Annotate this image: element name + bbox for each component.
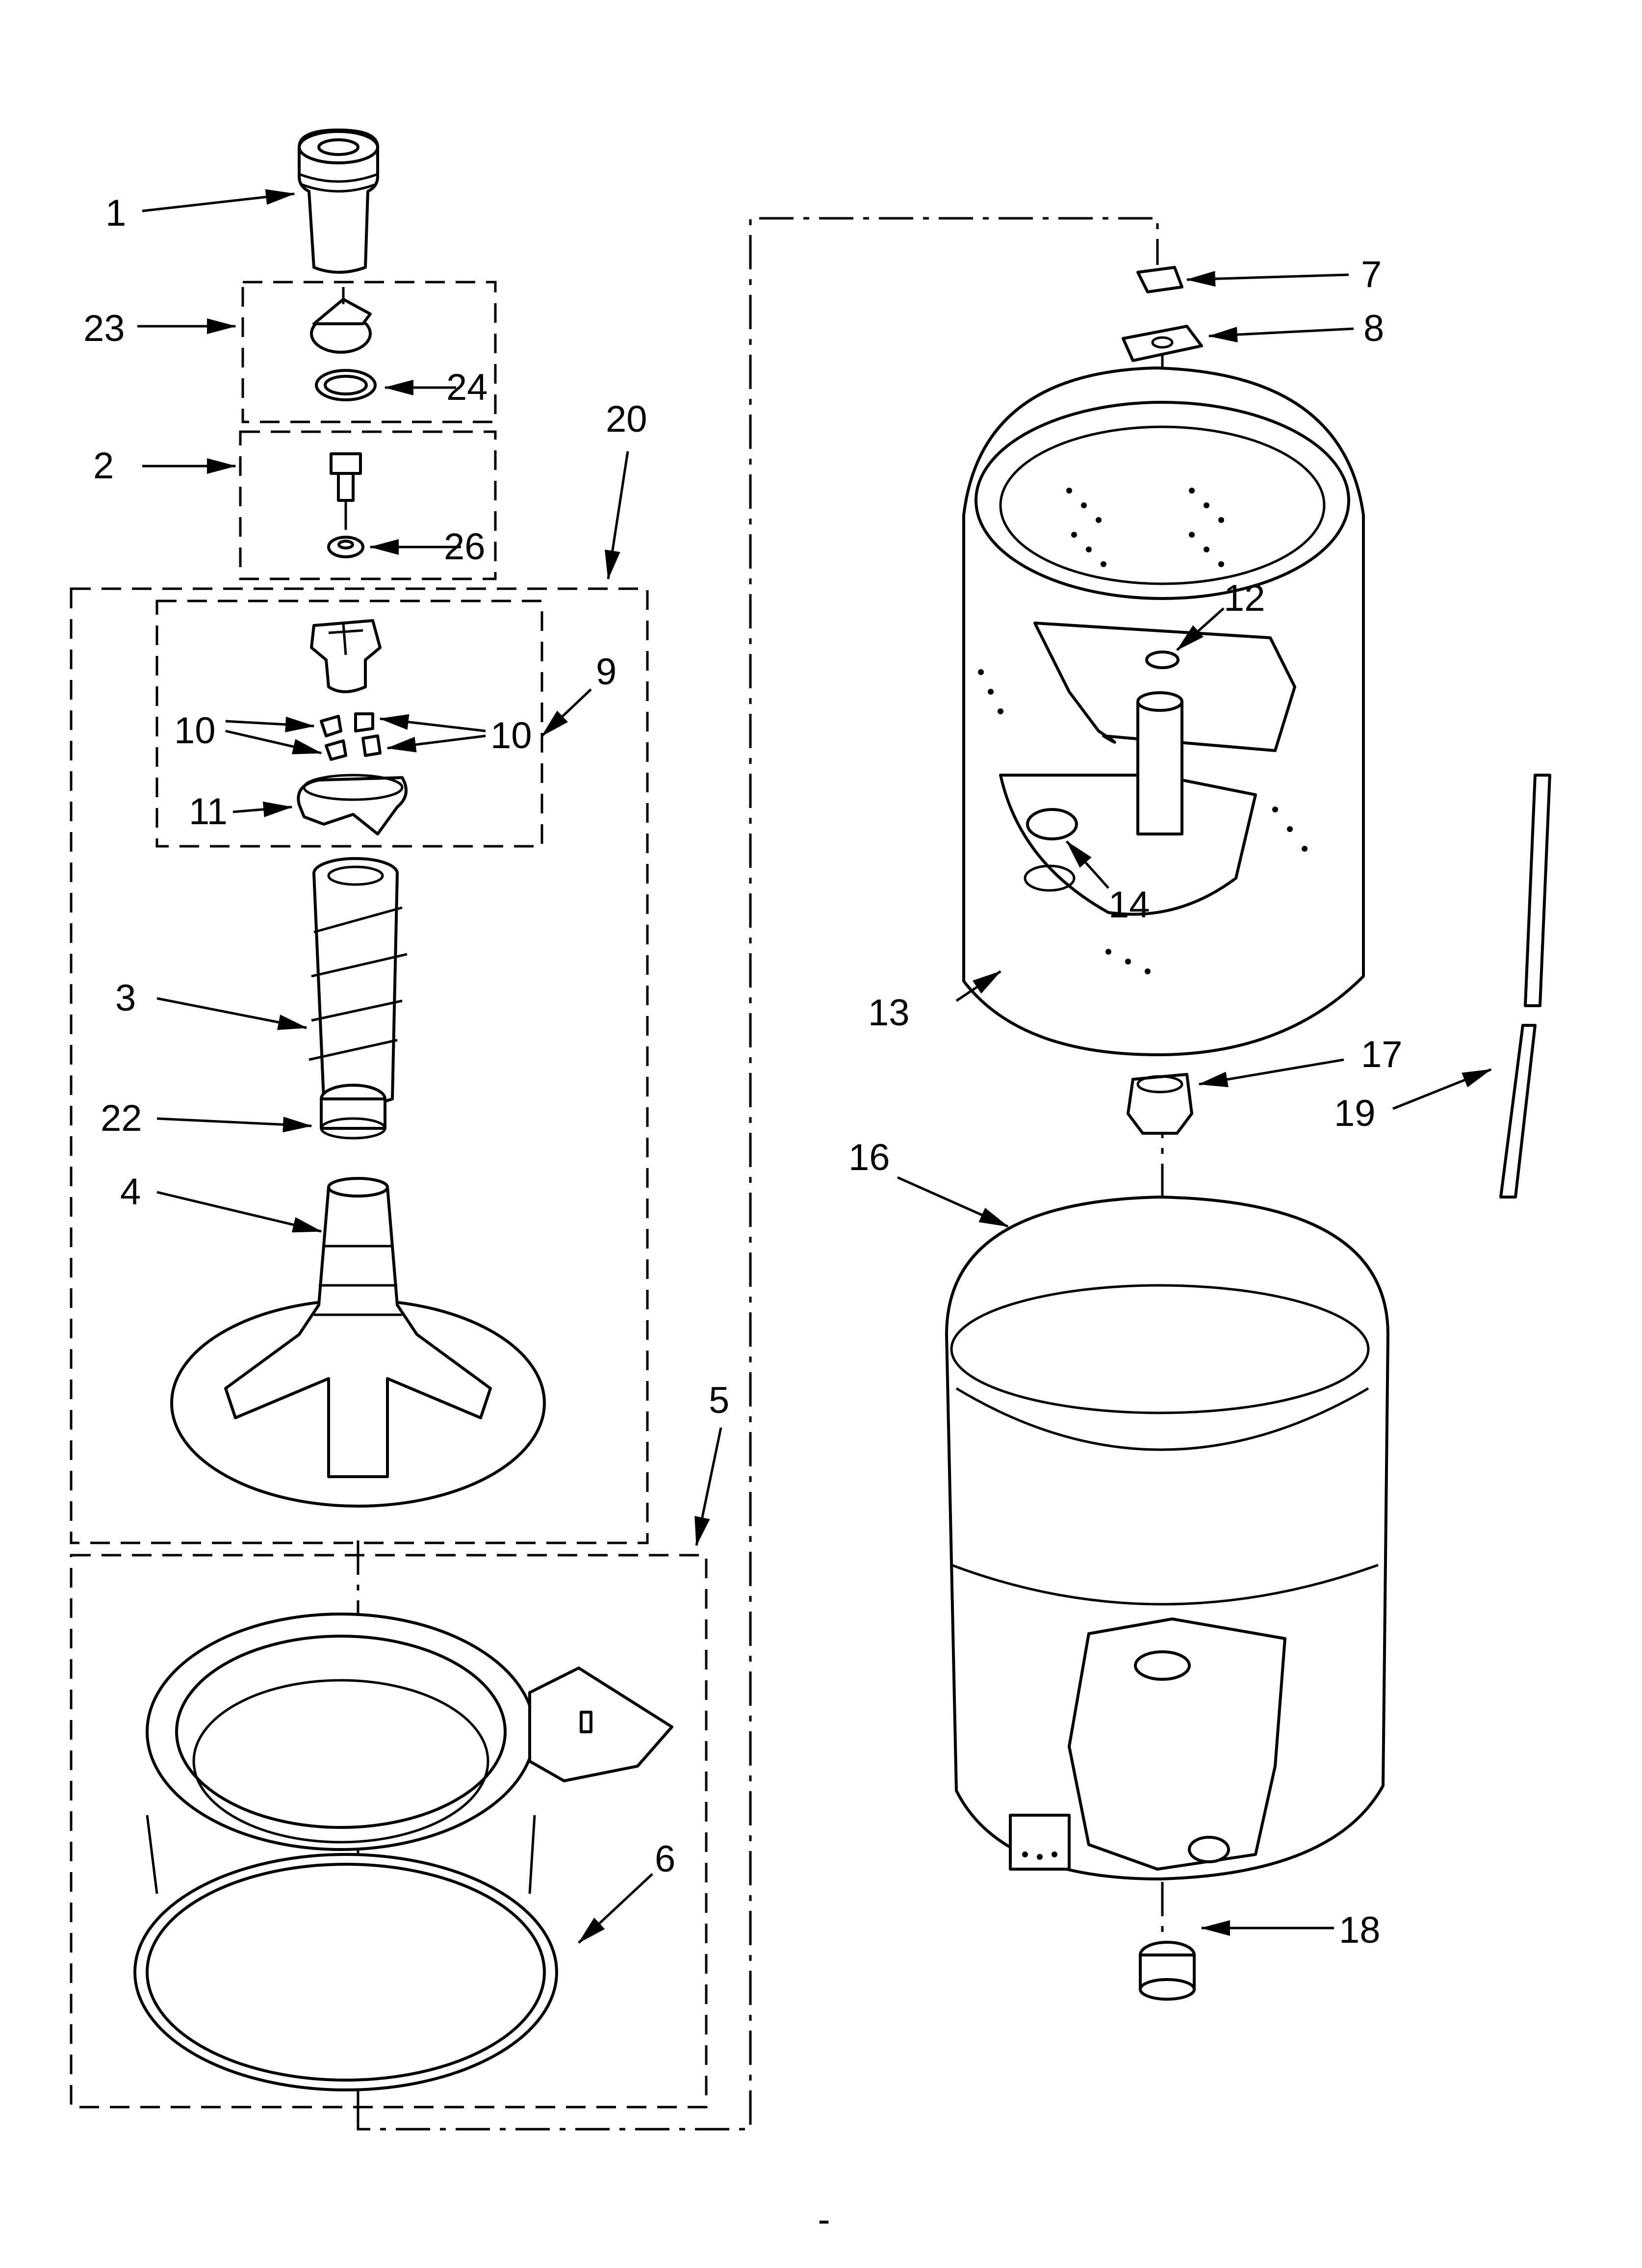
callout-10-left: 10 <box>174 710 216 752</box>
callout-20: 20 <box>606 398 647 440</box>
part-13-basket <box>962 366 1365 1056</box>
group-box-20 <box>70 587 649 1544</box>
callout-3: 3 <box>115 977 136 1019</box>
callout-1: 1 <box>105 192 126 234</box>
part-17-hub <box>1127 1073 1193 1135</box>
group-box-23 <box>241 281 497 423</box>
part-1-agitator-cap <box>298 129 379 274</box>
leader-arrows <box>137 189 1492 1944</box>
callout-6: 6 <box>655 1838 675 1880</box>
callout-7: 7 <box>1361 254 1382 295</box>
callout-24: 24 <box>446 366 488 408</box>
part-26-washer <box>327 536 364 558</box>
group-box-9 <box>155 600 543 848</box>
callout-19: 19 <box>1334 1093 1376 1134</box>
callout-18: 18 <box>1339 1909 1381 1951</box>
part-11-cam-plate <box>297 774 408 835</box>
part-8-plate <box>1122 325 1203 362</box>
callout-14: 14 <box>1108 884 1150 926</box>
callout-8: 8 <box>1363 308 1384 349</box>
callout-13: 13 <box>868 992 910 1034</box>
part-18-drain-plug <box>1139 1941 1196 2001</box>
part-22-drive-bell <box>320 1084 386 1140</box>
part-2-bolt <box>330 452 362 530</box>
footer-mark: - <box>818 2199 830 2241</box>
part-16-outer-tub <box>945 1196 1389 1880</box>
part-6-seal-ring <box>133 1853 558 2091</box>
callout-9: 9 <box>596 651 616 693</box>
part-4-agitator-base <box>170 1177 546 1508</box>
part-10-dogs <box>320 712 382 761</box>
callout-labels: 1 2 3 4 5 6 7 8 9 10 10 11 12 13 14 16 1… <box>83 192 1403 2241</box>
callout-4: 4 <box>120 1171 141 1213</box>
callout-22: 22 <box>101 1097 142 1139</box>
callout-16: 16 <box>848 1137 890 1178</box>
callout-10-right: 10 <box>490 715 532 756</box>
part-5-housing <box>146 1613 673 1894</box>
callout-11: 11 <box>189 791 228 833</box>
callout-17: 17 <box>1361 1034 1403 1075</box>
callout-5: 5 <box>709 1380 729 1421</box>
part-7-clip <box>1136 266 1183 293</box>
group-box-5 <box>70 1554 708 2109</box>
callout-26: 26 <box>444 526 486 568</box>
group-box-2 <box>239 430 497 580</box>
callout-12: 12 <box>1224 577 1265 619</box>
part-3-auger <box>308 857 408 1107</box>
part-24-o-ring <box>315 369 377 401</box>
callout-2: 2 <box>93 445 114 487</box>
part-19-hose <box>1499 774 1551 1199</box>
part-23-cap-insert <box>310 287 372 354</box>
part-9-cam-assembly <box>310 619 382 693</box>
callout-23: 23 <box>83 308 125 349</box>
